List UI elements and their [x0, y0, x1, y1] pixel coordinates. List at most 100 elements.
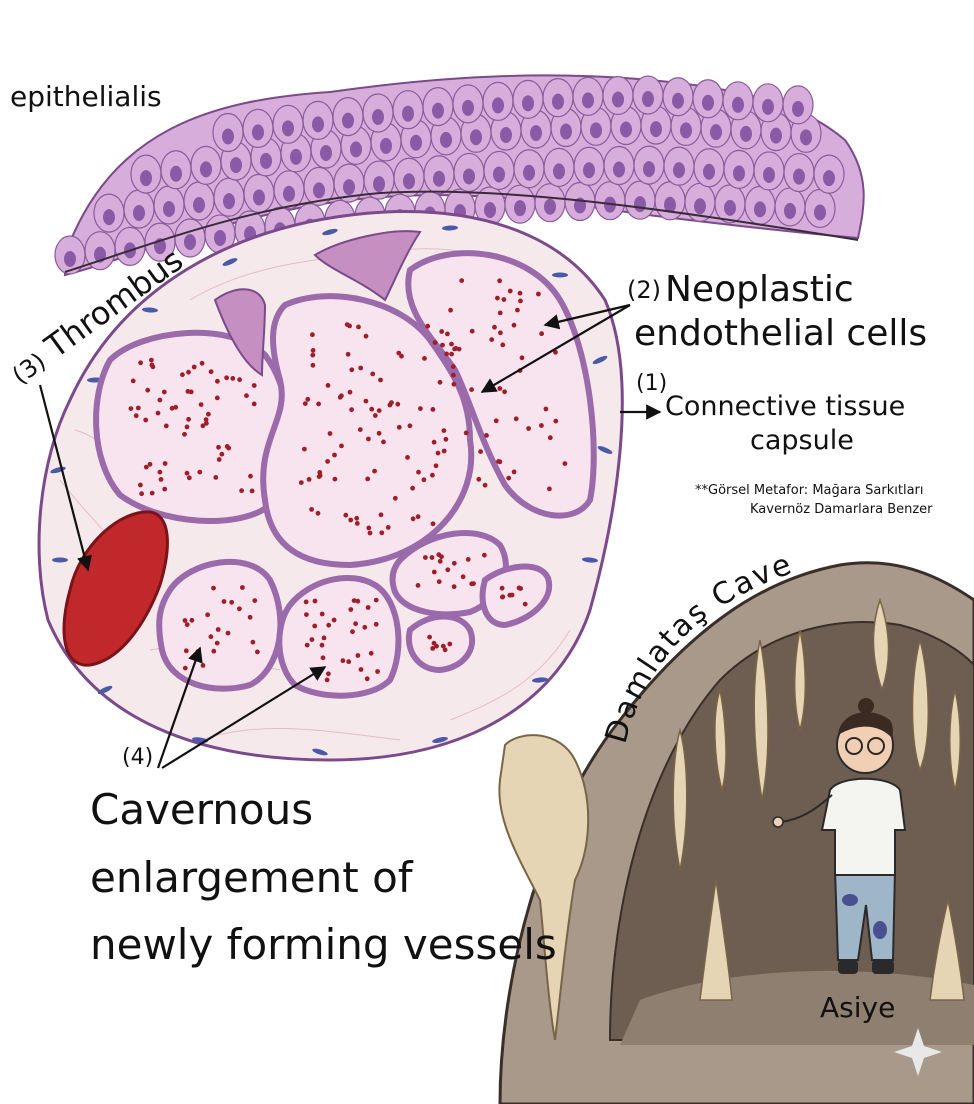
fibroblast-nucleus: [532, 677, 548, 683]
red-blood-cell: [482, 552, 487, 558]
red-blood-cell: [331, 617, 337, 623]
cell-nucleus: [372, 109, 384, 126]
cell-nucleus: [462, 99, 474, 116]
red-blood-cell: [214, 395, 220, 401]
red-blood-cell: [149, 362, 155, 368]
cell-nucleus: [792, 100, 804, 117]
neoplastic-label-line2: endothelial cells: [634, 313, 928, 354]
red-blood-cell: [255, 649, 260, 655]
arrow-cavernous-1: [156, 646, 203, 769]
stalagmite: [699, 879, 733, 1001]
cell-nucleus: [544, 198, 556, 215]
cell-nucleus: [702, 94, 714, 111]
red-blood-cell: [497, 386, 503, 391]
red-blood-cell: [229, 599, 235, 605]
red-blood-cell: [381, 439, 386, 445]
red-blood-cell: [191, 364, 197, 370]
cell-nucleus: [672, 92, 684, 109]
red-blood-cell: [354, 521, 360, 526]
cell-nucleus: [680, 122, 692, 139]
red-blood-cell: [312, 623, 318, 629]
red-blood-cell: [517, 290, 523, 296]
red-blood-cell: [351, 598, 357, 603]
red-blood-cell: [441, 448, 447, 454]
red-blood-cell: [325, 459, 330, 464]
red-blood-cell: [363, 398, 369, 404]
red-blood-cell: [415, 514, 421, 520]
red-blood-cell: [183, 648, 189, 654]
red-blood-cell: [430, 521, 436, 527]
red-blood-cell: [389, 400, 394, 405]
red-blood-cell: [163, 423, 169, 429]
red-blood-cell: [149, 357, 154, 363]
cell-nucleus: [650, 121, 662, 138]
cell-nucleus: [432, 102, 444, 119]
red-blood-cell: [252, 598, 258, 603]
red-blood-cell: [319, 611, 325, 617]
sparkle-icon: [894, 1028, 942, 1076]
red-blood-cell: [415, 583, 421, 588]
red-blood-cell: [332, 476, 338, 482]
red-blood-cell: [186, 416, 192, 422]
red-blood-cell: [306, 477, 312, 482]
red-blood-cell: [372, 413, 378, 418]
red-blood-cell: [358, 365, 364, 371]
red-blood-cell: [437, 379, 443, 385]
red-blood-cell: [205, 612, 211, 618]
fibroblast-nucleus: [222, 258, 238, 266]
cell-nucleus: [463, 168, 475, 185]
red-blood-cell: [216, 444, 221, 450]
red-blood-cell: [182, 431, 187, 437]
red-blood-cell: [562, 461, 568, 466]
red-blood-cell: [539, 331, 544, 337]
cell-nucleus: [552, 93, 564, 110]
red-blood-cell: [200, 663, 206, 668]
red-blood-cell: [370, 371, 376, 377]
red-blood-cell: [445, 567, 451, 573]
cell-nucleus: [710, 124, 722, 141]
red-blood-cell: [407, 423, 413, 429]
red-blood-cell: [515, 307, 520, 313]
red-blood-cell: [244, 393, 249, 399]
red-blood-cell: [304, 612, 309, 617]
cell-nucleus: [484, 201, 496, 218]
red-blood-cell: [447, 641, 453, 647]
red-blood-cell: [465, 557, 471, 562]
red-blood-cell: [526, 426, 531, 431]
stalactite: [753, 639, 769, 801]
red-blood-cell: [519, 355, 525, 361]
red-blood-cell: [310, 348, 316, 353]
neoplastic-label-line1: Neoplastic: [665, 269, 854, 310]
red-blood-cell: [312, 598, 318, 604]
red-blood-cell: [459, 278, 465, 283]
red-blood-cell: [430, 646, 436, 651]
cell-nucleus: [643, 161, 655, 178]
red-blood-cell: [145, 387, 151, 393]
red-blood-cell: [203, 417, 209, 422]
red-blood-cell: [206, 411, 211, 417]
red-blood-cell: [509, 592, 515, 598]
red-blood-cell: [443, 436, 449, 442]
cell-nucleus: [664, 196, 676, 213]
red-blood-cell: [158, 477, 164, 482]
glasses-icon: [845, 737, 863, 755]
red-blood-cell: [155, 410, 161, 416]
red-blood-cell: [376, 408, 382, 413]
red-blood-cell: [332, 452, 337, 458]
red-blood-cells: [128, 278, 568, 683]
cell-nucleus: [553, 163, 565, 180]
red-blood-cell: [162, 461, 168, 466]
cell-nucleus: [500, 127, 512, 144]
red-blood-cell: [186, 369, 191, 375]
red-blood-cell: [147, 461, 153, 467]
fibroblast-nucleus: [582, 557, 598, 563]
red-blood-cell: [396, 350, 402, 356]
vessel-lower-left: [156, 558, 284, 692]
cell-nucleus: [230, 157, 242, 174]
red-blood-cell: [224, 375, 230, 381]
red-blood-cell: [378, 377, 383, 383]
epithelialis-label: epithelialis: [10, 80, 162, 113]
vessel-lower-right-1: [389, 530, 509, 618]
red-blood-cell: [225, 630, 231, 636]
cell-nucleus: [612, 91, 624, 108]
